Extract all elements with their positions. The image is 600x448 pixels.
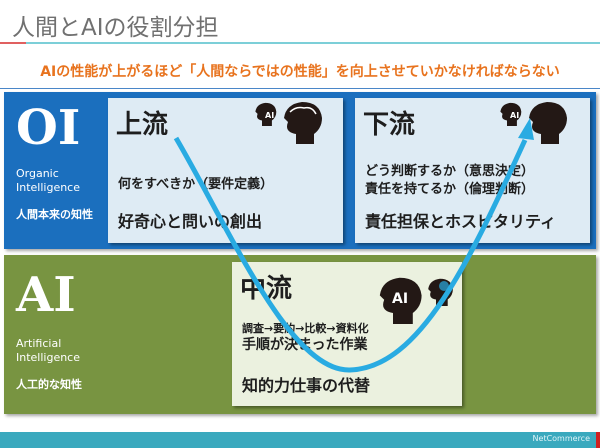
subtitle-divider (0, 88, 600, 89)
ai-head-icon: AI (255, 102, 277, 126)
title-divider (0, 42, 600, 44)
oi-abbr: OI (16, 100, 81, 156)
oi-desc: 人間本来の知性 (16, 208, 93, 221)
downstream-line3: 責任担保とホスピタリティ (365, 212, 557, 231)
downstream-line1: どう判断するか（意思決定） (365, 164, 535, 179)
downstream-line2: 責任を持てるか（倫理判断） (365, 182, 535, 197)
ai-desc: 人工的な知性 (16, 378, 82, 391)
downstream-heading: 下流 (363, 110, 416, 140)
upstream-line1: 何をすべきか（要件定義） (118, 177, 274, 192)
ai-head-icon: AI (379, 277, 422, 324)
brain-head-icon (428, 278, 453, 306)
footer-bar: NetCommerce (0, 432, 600, 448)
svg-text:AI: AI (265, 111, 274, 120)
brain-head-icon (284, 102, 322, 144)
midstream-line1: 調査→要約→比較→資料化 (242, 322, 369, 335)
midstream-line3: 知的力仕事の代替 (242, 376, 371, 395)
page-title: 人間とAIの役割分担 (12, 15, 219, 41)
subtitle: AIの性能が上がるほど「人間ならではの性能」を向上させていかなければならない (40, 64, 560, 80)
footer-logo: NetCommerce (532, 434, 590, 443)
midstream-box: 中流 調査→要約→比較→資料化 手順が決まった作業 知的力仕事の代替 (232, 262, 462, 406)
svg-text:AI: AI (510, 111, 519, 120)
ai-head-icon: AI (500, 102, 522, 126)
upstream-heading: 上流 (116, 110, 169, 140)
svg-text:AI: AI (392, 291, 408, 307)
ai-abbr: AI (16, 267, 76, 323)
brain-head-icon (529, 102, 567, 144)
